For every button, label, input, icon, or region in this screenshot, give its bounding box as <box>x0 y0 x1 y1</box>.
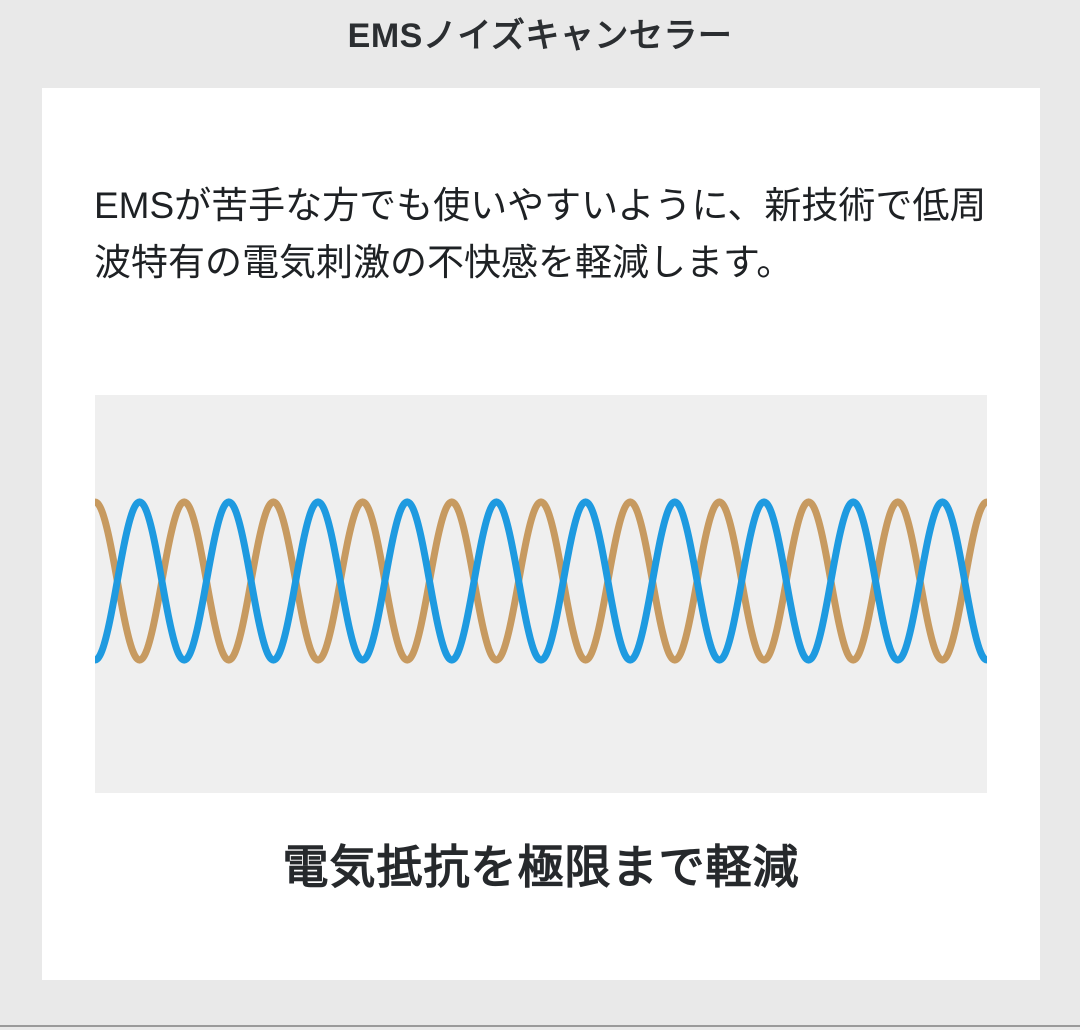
chart-background <box>95 395 987 793</box>
tan-wave-path <box>95 498 987 664</box>
figure-caption: 電気抵抗を極限まで軽減 <box>282 841 800 893</box>
bottom-divider <box>0 1025 1080 1027</box>
page-title: EMSノイズキャンセラー <box>347 17 733 55</box>
waveform-figure <box>95 395 987 793</box>
waveform-chart <box>95 395 987 793</box>
content-card: EMSが苦手な方でも使いやすいように、新技術で低周波特有の電気刺激の不快感を軽減… <box>42 88 1040 980</box>
description-text: EMSが苦手な方でも使いやすいように、新技術で低周波特有の電気刺激の不快感を軽減… <box>94 185 987 283</box>
blue-wave-path <box>95 498 987 664</box>
